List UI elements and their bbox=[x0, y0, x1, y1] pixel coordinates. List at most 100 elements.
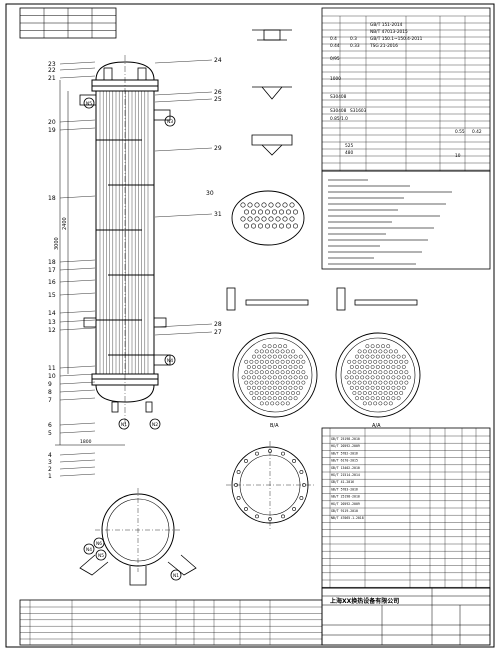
leader-line bbox=[59, 466, 96, 470]
tube-hole bbox=[396, 385, 401, 390]
tube-hole bbox=[360, 354, 365, 359]
tube-hole bbox=[267, 375, 272, 380]
tube-hole bbox=[378, 391, 383, 395]
tube-hole bbox=[270, 391, 275, 395]
tube-hole bbox=[355, 385, 359, 390]
tube-hole bbox=[252, 354, 256, 359]
top-nozzle-right bbox=[137, 67, 147, 81]
part-number-14: 14 bbox=[48, 310, 56, 317]
tube-hole bbox=[301, 359, 306, 364]
leader-line bbox=[59, 119, 96, 123]
flange-plan-view bbox=[226, 441, 314, 529]
top-nozzle-left bbox=[103, 67, 113, 81]
tube-hole bbox=[301, 370, 306, 375]
tube-hole bbox=[278, 365, 282, 369]
tube-hole bbox=[257, 354, 262, 359]
tube-hole bbox=[261, 202, 267, 208]
tube-hole bbox=[388, 401, 393, 406]
plan-mark-n6: N6 bbox=[96, 541, 102, 547]
bolt-hole bbox=[255, 514, 259, 519]
tube-hole bbox=[265, 349, 269, 354]
side-nozzle-upper-left bbox=[79, 94, 97, 106]
tube-hole bbox=[368, 380, 372, 385]
tube-hole bbox=[283, 385, 288, 390]
design-value-6: 1000 bbox=[330, 76, 341, 82]
tube-hole bbox=[388, 349, 393, 354]
tube-hole bbox=[288, 375, 293, 380]
bom-code: GB/T 41-2016 bbox=[331, 480, 354, 484]
tube-hole bbox=[259, 401, 264, 406]
tube-hole bbox=[262, 365, 267, 369]
tube-hole bbox=[401, 365, 406, 369]
tube-hole bbox=[368, 370, 372, 375]
design-value-3: 0.44 bbox=[330, 43, 340, 49]
leader-line bbox=[154, 213, 213, 218]
part-number-26: 26 bbox=[214, 89, 222, 96]
tube-hole bbox=[272, 365, 277, 369]
section-label-aa: A/A bbox=[372, 423, 381, 429]
tube-hole bbox=[285, 223, 291, 229]
tube-hole bbox=[272, 375, 277, 380]
bom-code: GB/T 9119-2010 bbox=[331, 509, 358, 513]
nozzle-label-n5: N5 bbox=[86, 101, 92, 107]
bom-code: HG/T 20592-2009 bbox=[331, 502, 360, 506]
sheet-border bbox=[5, 3, 495, 648]
tube-hole bbox=[298, 365, 303, 369]
spec-code-1: GB/T 151-2014 bbox=[370, 22, 403, 28]
tube-hole bbox=[278, 223, 284, 229]
tube-hole bbox=[388, 391, 393, 395]
leader-line bbox=[59, 365, 96, 369]
tube-hole bbox=[270, 370, 275, 375]
nozzle-mark-n5 bbox=[83, 97, 95, 109]
tube-hole bbox=[282, 216, 288, 222]
tube-hole bbox=[362, 380, 367, 385]
tube-hole bbox=[291, 359, 295, 364]
tube-hole bbox=[254, 391, 259, 395]
tube-hole bbox=[296, 391, 301, 395]
tube-hole bbox=[291, 380, 295, 385]
plan-mark-n5: N5 bbox=[98, 553, 104, 559]
tube-hole bbox=[352, 380, 357, 385]
nozzle-label-n3: N3 bbox=[167, 119, 173, 125]
part-number-25: 25 bbox=[214, 96, 222, 103]
tube-hole bbox=[347, 380, 352, 385]
tube-hole bbox=[381, 344, 385, 349]
tube-hole bbox=[291, 391, 295, 395]
tube-hole bbox=[289, 202, 295, 208]
tube-hole bbox=[370, 365, 375, 369]
tube-hole bbox=[275, 216, 281, 222]
tube-hole bbox=[368, 359, 372, 364]
tube-hole bbox=[401, 354, 406, 359]
tube-hole bbox=[355, 365, 359, 369]
leader-line bbox=[59, 430, 96, 434]
tube-hole bbox=[373, 391, 378, 395]
tube-hole bbox=[375, 375, 380, 380]
tube-hole bbox=[298, 375, 303, 380]
tube-hole bbox=[254, 380, 259, 385]
bolt-hole bbox=[299, 470, 304, 474]
detail-30-holes bbox=[240, 202, 298, 229]
design-value-13: S30408 bbox=[330, 94, 347, 100]
spec-table-grid bbox=[322, 15, 490, 265]
tube-hole bbox=[293, 365, 298, 369]
tube-hole bbox=[262, 354, 267, 359]
tubesheet-right-holes bbox=[344, 344, 411, 406]
tube-hole bbox=[288, 365, 293, 369]
tube-hole bbox=[383, 380, 388, 385]
tube-hole bbox=[357, 370, 362, 375]
tube-hole bbox=[383, 359, 388, 364]
tube-hole bbox=[375, 354, 380, 359]
design-value-12: 10 bbox=[455, 153, 461, 159]
tube-hole bbox=[240, 202, 246, 208]
part-number-10: 10 bbox=[48, 373, 56, 380]
tube-hole bbox=[404, 359, 409, 364]
tube-hole bbox=[240, 216, 246, 222]
nozzle-mark-n3 bbox=[164, 115, 176, 127]
bolt-hole bbox=[236, 496, 241, 500]
tube-hole bbox=[373, 359, 378, 364]
tube-hole bbox=[298, 385, 303, 390]
tube-hole bbox=[259, 380, 264, 385]
tube-hole bbox=[259, 359, 264, 364]
